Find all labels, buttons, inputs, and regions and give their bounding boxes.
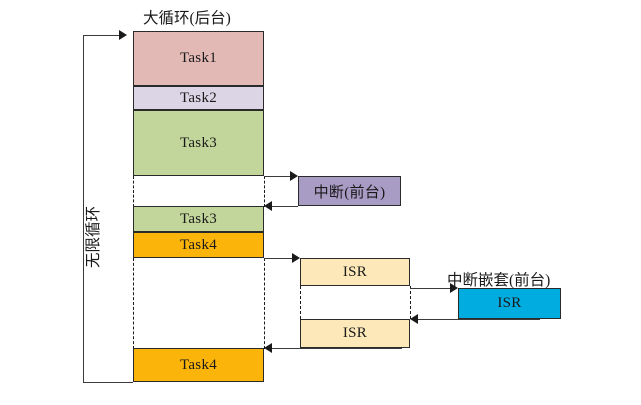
arrow-line-from-interrupt <box>272 206 298 207</box>
task-block-task3-first[interactable]: Task3 <box>133 110 264 176</box>
arrow-from-isr-icon <box>264 343 272 353</box>
task-block-label: Task2 <box>179 89 218 106</box>
infinite-loop-arrowhead-icon <box>119 30 127 40</box>
arrow-line-to-nested-isr <box>410 288 450 289</box>
task-block-task3-resumed[interactable]: Task3 <box>133 206 264 232</box>
isr-block-label: ISR <box>342 325 368 341</box>
infinite-loop-bracket-vertical <box>83 35 84 382</box>
arrow-to-isr-icon <box>292 253 300 263</box>
infinite-loop-label: 无限循环 <box>85 205 102 268</box>
isr-block-resumed[interactable]: ISR <box>300 319 410 348</box>
task-block-task4-first[interactable]: Task4 <box>133 232 264 258</box>
isr-block-entry[interactable]: ISR <box>300 258 410 286</box>
interrupt-block[interactable]: 中断(前台) <box>298 176 401 206</box>
task-block-task4-resumed[interactable]: Task4 <box>133 348 264 382</box>
arrow-line-from-isr <box>272 348 402 349</box>
dashed-guide-isr-right <box>410 286 411 319</box>
task-block-label: Task1 <box>179 50 218 66</box>
infinite-loop-bracket-top <box>83 35 119 36</box>
arrow-to-nested-isr-icon <box>450 283 458 293</box>
arrow-from-nested-isr-icon <box>410 314 418 324</box>
nested-isr-block[interactable]: ISR <box>458 288 561 319</box>
arrow-line-to-isr <box>264 258 292 259</box>
infinite-loop-bracket-bottom <box>83 382 133 383</box>
task-block-task1[interactable]: Task1 <box>133 31 264 86</box>
isr-block-label: ISR <box>342 263 368 280</box>
interrupt-block-label: 中断(前台) <box>313 184 386 201</box>
background-loop-title: 大循环(后台) <box>143 10 231 27</box>
task-block-label: Task4 <box>179 356 218 373</box>
arrow-from-interrupt-icon <box>264 201 272 211</box>
dashed-guide-isr-left <box>300 286 301 319</box>
dashed-guide-left-lower <box>133 258 134 349</box>
arrow-line-from-nested-isr <box>418 319 540 320</box>
nested-isr-block-label: ISR <box>497 295 522 311</box>
task-block-label: Task3 <box>179 210 218 227</box>
nested-interrupt-title: 中断嵌套(前台) <box>447 272 551 289</box>
dashed-guide-right-lower <box>264 258 265 349</box>
dashed-guide-left-upper <box>133 176 134 207</box>
dashed-guide-right-upper <box>264 176 265 207</box>
task-block-task2[interactable]: Task2 <box>133 86 264 110</box>
arrow-line-to-interrupt <box>264 176 290 177</box>
task-block-label: Task3 <box>179 134 218 151</box>
arrow-to-interrupt-icon <box>290 171 298 181</box>
task-block-label: Task4 <box>179 236 218 253</box>
